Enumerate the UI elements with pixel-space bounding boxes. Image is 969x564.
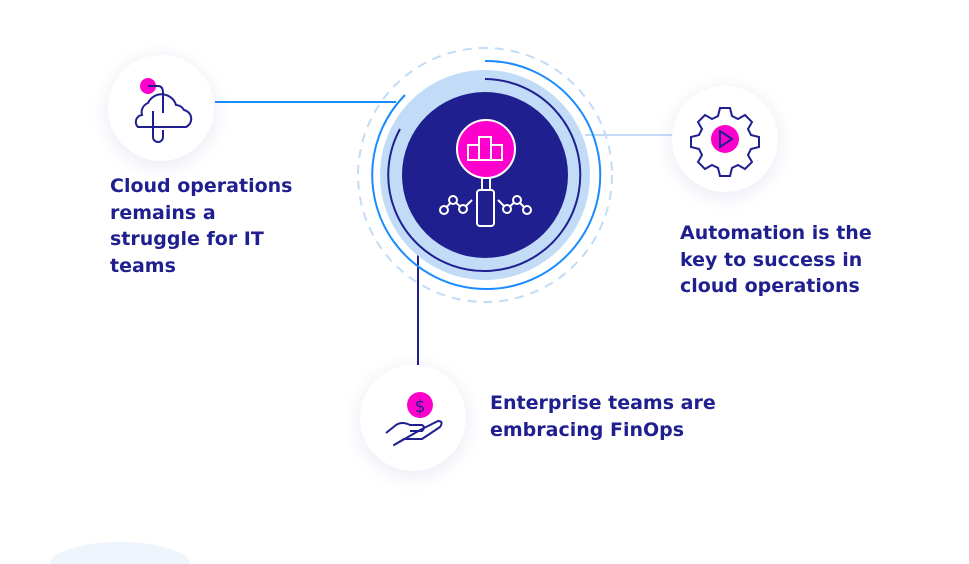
node-finops: $ xyxy=(360,365,466,471)
decorative-blob xyxy=(50,542,190,564)
hand-dollar-icon: $ xyxy=(385,392,443,446)
magnifier-chart-icon xyxy=(439,119,532,227)
node-cloud-operations xyxy=(108,55,214,161)
cloud-icon xyxy=(134,78,193,143)
node-label-automation: Automation is the key to success in clou… xyxy=(680,222,872,297)
navy-arc xyxy=(387,78,582,272)
node-automation xyxy=(672,86,778,192)
dollar-symbol: $ xyxy=(415,397,426,417)
gear-play-icon xyxy=(690,107,760,177)
node-label-finops: Enterprise teams are embracing FinOps xyxy=(490,392,716,441)
node-label-cloud-operations: Cloud operations remains a struggle for … xyxy=(110,175,293,277)
blue-arc xyxy=(371,59,602,290)
dashed-ring xyxy=(357,47,613,303)
